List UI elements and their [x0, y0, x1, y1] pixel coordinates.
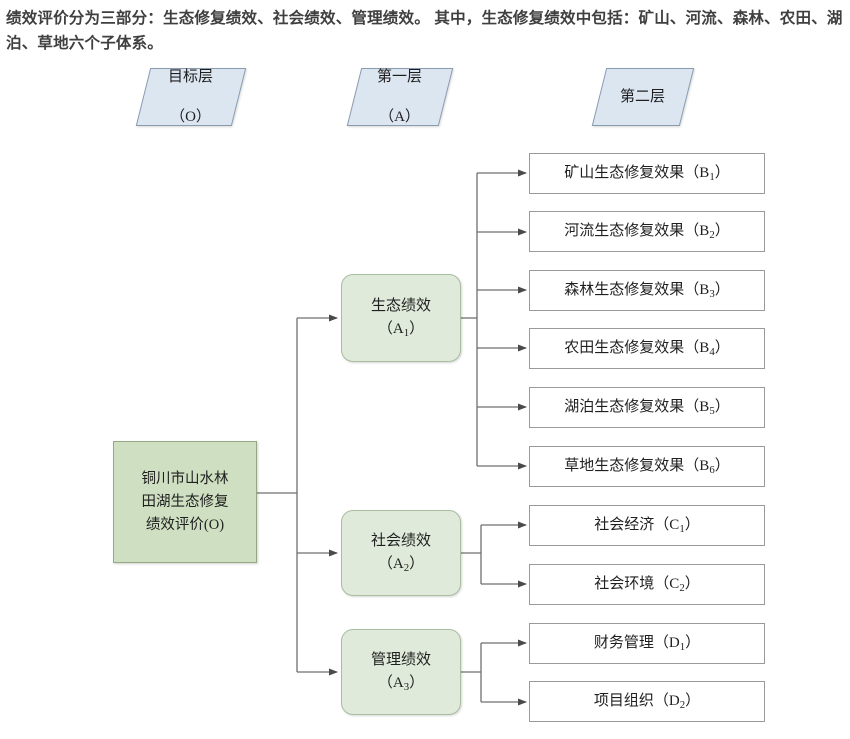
indicator-node-d2[interactable]: 项目组织（D2） [529, 681, 765, 722]
indicator-node-b6[interactable]: 草地生态修复效果（B6） [529, 446, 765, 487]
criteria-node-a2-code: （A2） [377, 555, 425, 574]
indicator-node-c1-text: 社会经济（C1） [594, 517, 700, 536]
indicator-node-b5-text: 湖泊生态修复效果（B5） [564, 399, 730, 418]
indicator-node-b1[interactable]: 矿山生态修复效果（B1） [529, 153, 765, 194]
indicator-node-b4[interactable]: 农田生态修复效果（B4） [529, 328, 765, 369]
layer-header-goal-text: 目标层 （O） [168, 69, 214, 125]
criteria-node-a1-code: （A1） [377, 320, 425, 339]
indicator-node-c2-text: 社会环境（C2） [594, 576, 700, 595]
goal-node[interactable]: 铜川市山水林 田湖生态修复 绩效评价(O) [113, 441, 257, 563]
indicator-node-d2-text: 项目组织（D2） [593, 693, 701, 712]
indicator-node-c2[interactable]: 社会环境（C2） [529, 564, 765, 605]
indicator-node-b6-text: 草地生态修复效果（B6） [564, 458, 730, 477]
goal-node-text: 铜川市山水林 田湖生态修复 绩效评价(O) [141, 470, 229, 533]
layer-header-first: 第一层 （A） [346, 68, 454, 126]
criteria-node-a3-code: （A3） [377, 674, 425, 693]
indicator-node-b3-text: 森林生态修复效果（B3） [564, 282, 730, 301]
layer-header-second-text: 第二层 [620, 89, 666, 105]
layer-header-second: 第二层 [591, 68, 695, 126]
criteria-node-a1-text: 生态绩效 （A1） [371, 295, 431, 342]
indicator-node-c1[interactable]: 社会经济（C1） [529, 505, 765, 546]
criteria-node-a2[interactable]: 社会绩效 （A2） [341, 510, 461, 596]
intro-paragraph: 绩效评价分为三部分：生态修复绩效、社会绩效、管理绩效。 其中，生态修复绩效中包括… [6, 10, 843, 52]
criteria-node-a3[interactable]: 管理绩效 （A3） [341, 629, 461, 715]
criteria-node-a1[interactable]: 生态绩效 （A1） [341, 274, 461, 362]
criteria-node-a3-text: 管理绩效 （A3） [371, 649, 431, 696]
indicator-node-b3[interactable]: 森林生态修复效果（B3） [529, 270, 765, 311]
criteria-node-a2-text: 社会绩效 （A2） [371, 530, 431, 577]
indicator-node-b4-text: 农田生态修复效果（B4） [564, 340, 730, 359]
layer-header-goal: 目标层 （O） [135, 68, 247, 126]
indicator-node-d1[interactable]: 财务管理（D1） [529, 623, 765, 664]
indicator-node-b2[interactable]: 河流生态修复效果（B2） [529, 211, 765, 252]
indicator-node-b1-text: 矿山生态修复效果（B1） [564, 165, 730, 184]
layer-header-first-text: 第一层 （A） [377, 69, 423, 125]
indicator-node-b2-text: 河流生态修复效果（B2） [564, 223, 730, 242]
indicator-node-d1-text: 财务管理（D1） [593, 635, 701, 654]
indicator-node-b5[interactable]: 湖泊生态修复效果（B5） [529, 387, 765, 428]
